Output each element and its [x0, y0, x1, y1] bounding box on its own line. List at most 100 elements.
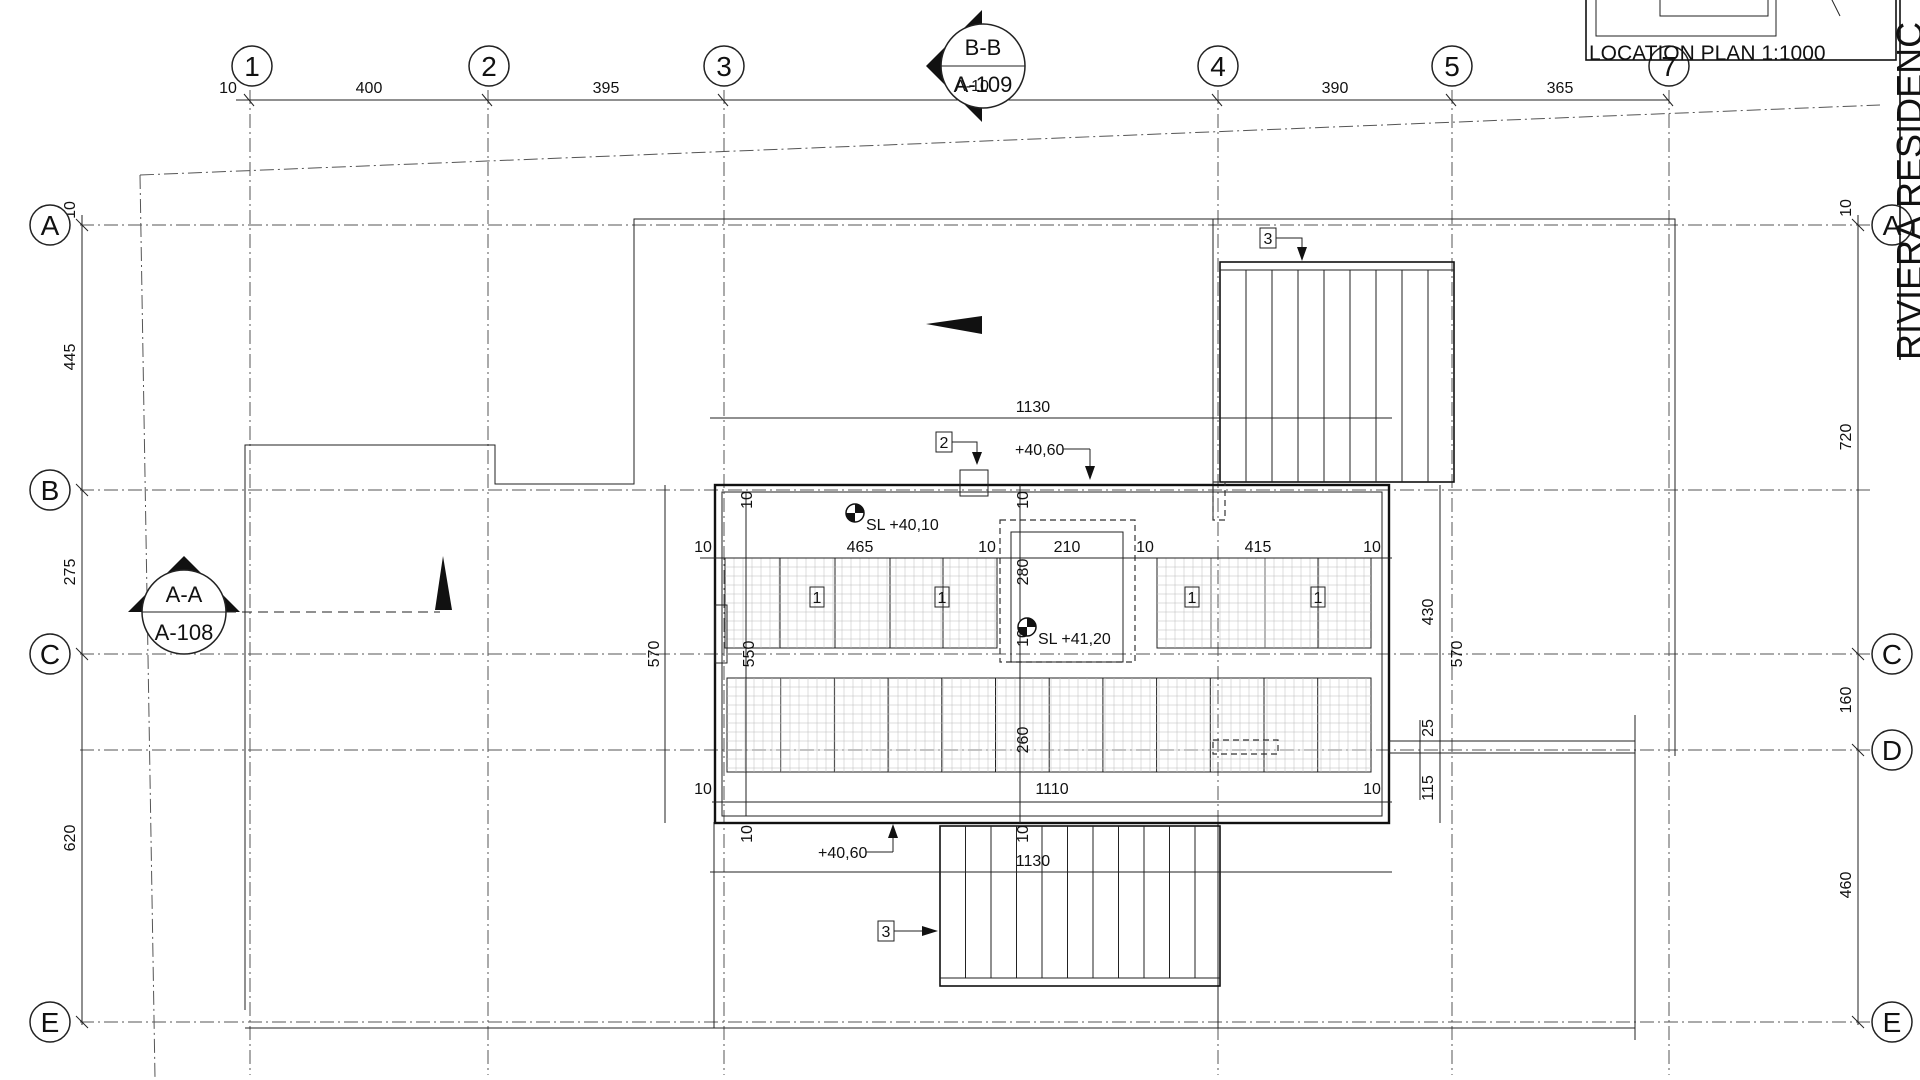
grid-bubble-7[interactable]: 7 — [1648, 45, 1690, 87]
grid-label-2: 2 — [481, 51, 497, 82]
grid-label-5: 5 — [1444, 51, 1460, 82]
dim-right-panel: 415 — [1245, 539, 1272, 556]
stair-lower — [939, 825, 1221, 987]
grid-bubble-d-right[interactable]: D — [1871, 729, 1913, 771]
grid-label-a-right: A — [1883, 210, 1902, 241]
roof-slab — [713, 469, 1636, 825]
dim-edge-left-bottom: 10 — [694, 781, 712, 798]
top-dimension-chain: 10 400 395 390 365 — [219, 80, 1674, 107]
right-dim-4: 460 — [1838, 872, 1855, 899]
spot-level-icon-1 — [845, 503, 865, 523]
grid-bubble-e-right[interactable]: E — [1871, 1001, 1913, 1043]
location-plan-box: LOCATION PLAN 1:1000 — [1585, 0, 1897, 65]
dim-edge-mid-left: 10 — [978, 539, 996, 556]
sl-level-1: SL +40,10 — [866, 517, 939, 534]
dim-skylight: 210 — [1054, 539, 1081, 556]
section-bb-sheet: A-109 — [954, 72, 1013, 97]
sl-level-2: SL +41,20 — [1038, 631, 1111, 648]
dim-edge-v5: 10 — [1015, 825, 1032, 843]
dim-bottom-overall: 1130 — [1016, 853, 1051, 870]
section-bb-overprint: A-10 — [955, 78, 989, 95]
level-roof-bottom: +40,60 — [818, 845, 867, 862]
section-marker-aa[interactable]: A-A A-108 — [128, 556, 440, 655]
grid-label-a-left: A — [41, 210, 60, 241]
stair-upper — [1219, 261, 1455, 483]
grid-lines — [80, 90, 1881, 1079]
direction-arrow-up-icon — [435, 556, 452, 610]
dim-outer-height: 570 — [646, 641, 663, 668]
grid-label-c-right: C — [1882, 639, 1902, 670]
level-arrow-bottom — [888, 824, 898, 838]
grid-bubble-b-left[interactable]: B — [29, 469, 71, 511]
direction-arrow-icon — [926, 316, 982, 334]
stair-tag-lower: 3 — [877, 920, 938, 942]
dim-edge-right-top: 10 — [1363, 539, 1381, 556]
right-dim-2: 720 — [1838, 424, 1855, 451]
grid-bubble-3[interactable]: 3 — [703, 45, 745, 87]
grid-label-e-right: E — [1883, 1007, 1902, 1038]
left-dim-4: 620 — [62, 825, 79, 852]
section-aa-sheet: A-108 — [155, 620, 214, 645]
level-annotations: +40,60 +40,60 SL +40,10 SL +41,20 — [818, 442, 1111, 862]
grid-bubble-c-left[interactable]: C — [29, 633, 71, 675]
level-roof-top: +40,60 — [1015, 442, 1064, 459]
dim-upper-right: 430 — [1420, 599, 1437, 626]
dim-left-panel: 465 — [847, 539, 874, 556]
section-marker-bb[interactable]: B-B A-109 A-10 — [926, 10, 1026, 122]
grid-bubble-1[interactable]: 1 — [231, 45, 273, 87]
left-dim-2: 445 — [62, 344, 79, 371]
building-footprint — [244, 218, 1676, 1040]
dim-edge-v4: 10 — [739, 825, 756, 843]
roof-dimensions: 1130 1130 1110 465 415 210 10 10 10 10 1… — [646, 399, 1466, 873]
panel-tag-1: 1 — [813, 590, 822, 607]
dim-offset-b: 115 — [1420, 775, 1437, 801]
grid-label-3: 3 — [716, 51, 732, 82]
panel-tag-3: 1 — [1188, 590, 1197, 607]
dim-right-height: 570 — [1449, 641, 1466, 668]
right-dim-1: 10 — [1838, 199, 1855, 217]
stair-tag-upper: 3 — [1259, 227, 1307, 261]
grid-bubble-a-left[interactable]: A — [29, 204, 71, 246]
dim-lower-band: 260 — [1015, 727, 1032, 754]
top-dim-4: 390 — [1322, 80, 1349, 97]
detail-tag: 2 — [935, 431, 982, 465]
grid-label-1: 1 — [244, 51, 260, 82]
panel-tag-2: 1 — [938, 590, 947, 607]
level-arrow-top — [1085, 466, 1095, 480]
detail-tag-label: 2 — [940, 435, 949, 452]
top-dim-5: 365 — [1547, 80, 1574, 97]
dim-edge-left-top: 10 — [694, 539, 712, 556]
grid-bubbles-top: 1 2 3 4 5 7 — [231, 45, 1690, 87]
grid-label-c-left: C — [40, 639, 60, 670]
dim-inner-height: 550 — [741, 641, 758, 668]
grid-bubble-a-right[interactable]: A — [1871, 204, 1913, 246]
grid-label-e-left: E — [41, 1007, 60, 1038]
stair-tag-upper-label: 3 — [1264, 231, 1273, 248]
dim-edge-v1: 10 — [739, 491, 756, 509]
top-dim-1: 10 — [219, 80, 237, 97]
grid-bubble-2[interactable]: 2 — [468, 45, 510, 87]
dim-edge-mid-right: 10 — [1136, 539, 1154, 556]
location-plan-label: LOCATION PLAN 1:1000 — [1589, 42, 1826, 65]
section-aa-name: A-A — [166, 582, 203, 607]
grid-bubble-c-right[interactable]: C — [1871, 633, 1913, 675]
dim-edge-v2: 10 — [1015, 491, 1032, 509]
dim-skylight-depth: 280 — [1015, 559, 1032, 586]
top-dim-2: 400 — [356, 80, 383, 97]
grid-label-d-right: D — [1882, 735, 1902, 766]
grid-bubble-e-left[interactable]: E — [29, 1001, 71, 1043]
left-dimension-chain: 10 445 275 620 — [62, 201, 89, 1029]
section-bb-name: B-B — [965, 35, 1002, 60]
grid-bubble-5[interactable]: 5 — [1431, 45, 1473, 87]
dim-inner-width: 1110 — [1035, 781, 1068, 798]
panel-tag-4: 1 — [1314, 590, 1323, 607]
top-dim-3: 395 — [593, 80, 620, 97]
dim-edge-right-bottom: 10 — [1363, 781, 1381, 798]
left-dim-3: 275 — [62, 559, 79, 586]
grid-label-4: 4 — [1210, 51, 1226, 82]
grid-bubbles-left: A B C E — [29, 204, 71, 1043]
project-title-strip: RIVIERA RESIDENC — [1889, 0, 1920, 360]
grid-bubble-4[interactable]: 4 — [1197, 45, 1239, 87]
spot-level-icon-2 — [1017, 617, 1037, 637]
